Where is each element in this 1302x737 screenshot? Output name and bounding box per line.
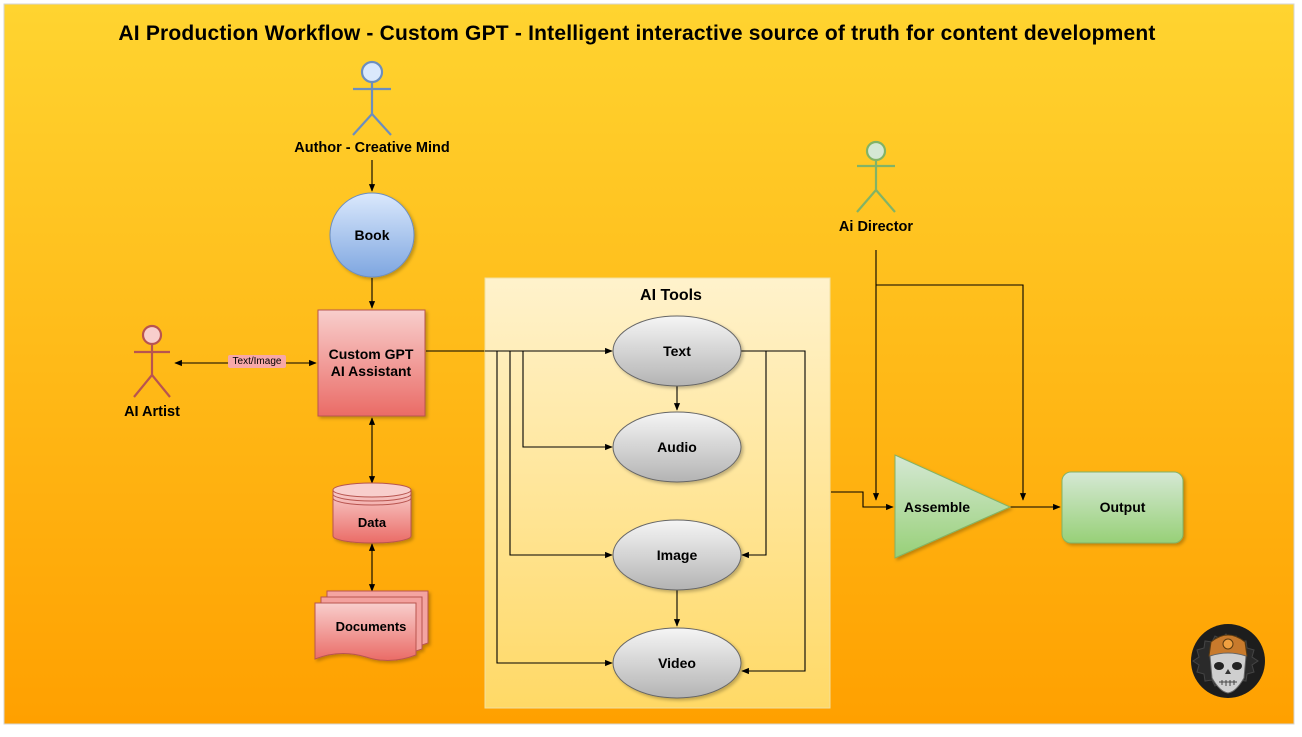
image-tool-label: Image (656, 547, 698, 563)
text-tool-node (612, 315, 742, 387)
data-cylinder (332, 482, 412, 544)
custom-gpt-node (317, 309, 426, 417)
custom-gpt-label-line1: Custom GPT (328, 346, 414, 362)
output-node (1061, 471, 1184, 544)
author-actor-icon (352, 60, 392, 136)
output-label: Output (1099, 499, 1146, 515)
assemble-label: Assemble (903, 499, 971, 515)
skull-robot-logo-icon (1191, 624, 1265, 698)
edge-tools-assemble (831, 491, 894, 511)
custom-gpt-label-line2: AI Assistant (330, 363, 412, 379)
ai-director-actor-label: Ai Director (838, 219, 914, 235)
ai-artist-actor-icon (133, 324, 171, 398)
page-title: AI Production Workflow - Custom GPT - In… (118, 22, 1156, 45)
video-tool-label: Video (658, 655, 696, 671)
author-actor-label: Author - Creative Mind (294, 140, 450, 156)
audio-tool-label: Audio (657, 439, 697, 455)
assemble-node (894, 454, 1012, 559)
audio-tool-node (612, 411, 742, 483)
book-label: Book (354, 227, 390, 243)
image-tool-node (612, 519, 742, 591)
data-label: Data (357, 515, 387, 530)
documents-stack (314, 590, 429, 661)
ai-director-actor-icon (856, 140, 896, 213)
book-node (329, 192, 415, 278)
video-tool-node (612, 627, 742, 699)
edge-director-output (876, 284, 1027, 501)
panel-connectors (485, 347, 806, 675)
edge-label-text-image: Text/Image (228, 355, 286, 368)
ai-tools-title: AI Tools (640, 287, 702, 304)
ai-artist-actor-label: AI Artist (124, 404, 180, 420)
text-tool-label: Text (663, 343, 691, 359)
documents-label: Documents (335, 619, 407, 634)
